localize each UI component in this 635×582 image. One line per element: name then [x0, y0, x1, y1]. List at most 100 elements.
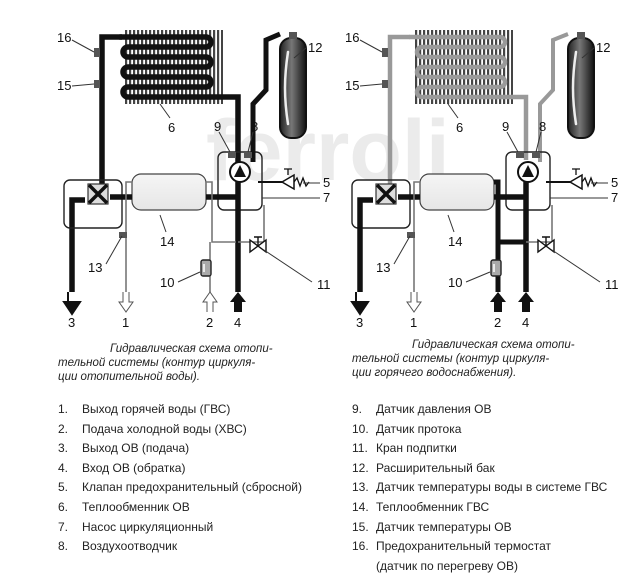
legend-text: Расширительный бак	[376, 460, 495, 475]
arrow-inlet-4	[230, 292, 246, 312]
legend-num: 8.	[58, 539, 69, 554]
label-5: 5	[611, 175, 618, 190]
flow-sensor	[200, 259, 212, 277]
legend-text: Датчик температуры воды в системе ГВС	[376, 480, 608, 495]
legend-item: 11. Кран подпитки	[352, 441, 632, 461]
label-b3: 3	[68, 315, 75, 330]
arrow-outlet-3	[351, 291, 369, 315]
legend-text: Выход ОВ (подача)	[82, 441, 190, 456]
label-10: 10	[448, 275, 462, 290]
air-vent	[532, 152, 540, 158]
legend-item: 7.Насос циркуляционный	[58, 520, 348, 540]
arrow-inlet-4	[518, 292, 534, 312]
legend-item: 5.Клапан предохранительный (сбросной)	[58, 480, 348, 500]
legend-item: 2.Подача холодной воды (ХВС)	[58, 422, 348, 442]
label-10: 10	[160, 275, 174, 290]
heat-exchanger-coil	[120, 37, 211, 97]
label-b1: 1	[122, 315, 129, 330]
heat-exchanger-coil	[407, 34, 515, 100]
arrow-inlet-2	[490, 292, 506, 312]
legend-item: 9.Датчик давления ОВ	[352, 402, 632, 422]
legend-item: 14. Теплообменник ГВС	[352, 500, 632, 520]
legend-num: 6.	[58, 499, 69, 514]
arrow-inlet-2	[202, 291, 218, 313]
legend-text: Клапан предохранительный (сбросной)	[82, 480, 302, 495]
legend-item: 1.Выход горячей воды (ГВС)	[58, 402, 348, 422]
expansion-tank	[566, 30, 596, 140]
label-9: 9	[214, 119, 221, 134]
legend-num: 11.	[352, 441, 368, 456]
legend-num: 10.	[352, 421, 369, 436]
legend-text: Воздухоотводчик	[82, 539, 178, 554]
caption-left: Гидравлическая схема отопи- тельной сист…	[58, 342, 338, 384]
legend-item: 12. Расширительный бак	[352, 461, 632, 481]
three-way-valve-housing	[63, 179, 123, 229]
diagram-right: 16 15 6 12 9 8 5 7 14 13 10 11 3 1 2 4	[345, 30, 619, 330]
ov-temp-sensor	[382, 80, 388, 88]
legend-item: 15. Датчик температуры ОВ	[352, 520, 632, 540]
label-5: 5	[323, 175, 330, 190]
pressure-sensor	[516, 152, 524, 158]
label-14: 14	[160, 234, 174, 249]
label-16: 16	[57, 30, 71, 45]
label-b2: 2	[494, 315, 501, 330]
label-6: 6	[456, 120, 463, 135]
label-15: 15	[345, 78, 359, 93]
caption-line: ции горячего водоснабжения).	[352, 367, 517, 379]
legend-text: Предохранительный термостат	[376, 539, 552, 554]
label-8: 8	[251, 119, 258, 134]
legend-text: (датчик по перегреву ОВ)	[376, 558, 518, 573]
caption-line: Гидравлическая схема отопи-	[110, 343, 273, 355]
legend-text: Датчик температуры ОВ	[376, 519, 512, 534]
legend-text: Теплообменник ОВ	[82, 499, 190, 514]
legend-item: 13.Датчик температуры воды в системе ГВС	[352, 480, 632, 500]
legend-text: Насос циркуляционный	[82, 519, 214, 534]
arrow-outlet-3	[63, 291, 81, 315]
expansion-tank	[278, 30, 308, 140]
legend-item: 10.Датчик протока	[352, 422, 632, 442]
legend-item: (датчик по перегреву ОВ)	[352, 559, 632, 579]
safety-thermostat	[94, 48, 100, 57]
label-6: 6	[168, 120, 175, 135]
caption-line: тельной системы (контур циркуля-	[58, 357, 256, 369]
label-b1: 1	[410, 315, 417, 330]
legend-text: Теплообменник ГВС	[376, 499, 490, 514]
caption-line: ции отопительной воды).	[58, 371, 200, 383]
three-way-valve	[374, 182, 398, 206]
three-way-valve	[86, 182, 110, 206]
label-b4: 4	[234, 315, 241, 330]
diagram-left: 16 15 6 12 9 8 5 7 14 13 10 11 3 1 2 4	[57, 30, 331, 330]
label-b4: 4	[522, 315, 529, 330]
legend-item: 16.Предохранительный термостат	[352, 539, 632, 559]
caption-line: тельной системы (контур циркуля-	[352, 353, 550, 365]
legend-num: 15.	[352, 519, 369, 534]
label-7: 7	[323, 190, 330, 205]
label-8: 8	[539, 119, 546, 134]
label-b3: 3	[356, 315, 363, 330]
pressure-sensor	[228, 152, 236, 158]
legend-item: 6. Теплообменник ОВ	[58, 500, 348, 520]
label-15: 15	[57, 78, 71, 93]
legend-num: 4.	[58, 460, 69, 475]
plate-heat-exchanger	[131, 173, 207, 211]
legend-num: 3.	[58, 441, 69, 456]
legend-text: Выход горячей воды (ГВС)	[82, 402, 231, 416]
caption-right: Гидравлическая схема отопи- тельной сист…	[352, 338, 622, 380]
legend-num: 12.	[352, 460, 369, 475]
legend-num: 2.	[58, 421, 69, 436]
air-vent	[244, 152, 252, 158]
label-11: 11	[605, 277, 619, 292]
legend-text: Вход ОВ (обратка)	[82, 460, 186, 475]
legend-item: 4. Вход ОВ (обратка)	[58, 461, 348, 481]
label-11: 11	[317, 277, 331, 292]
legend-text: Кран подпитки	[376, 441, 457, 456]
three-way-valve-housing	[351, 179, 411, 229]
label-12: 12	[308, 40, 322, 55]
safety-valve	[569, 168, 598, 190]
label-9: 9	[502, 119, 509, 134]
label-16: 16	[345, 30, 359, 45]
dhw-temp-sensor	[119, 232, 127, 238]
legend-num: 14.	[352, 499, 369, 514]
